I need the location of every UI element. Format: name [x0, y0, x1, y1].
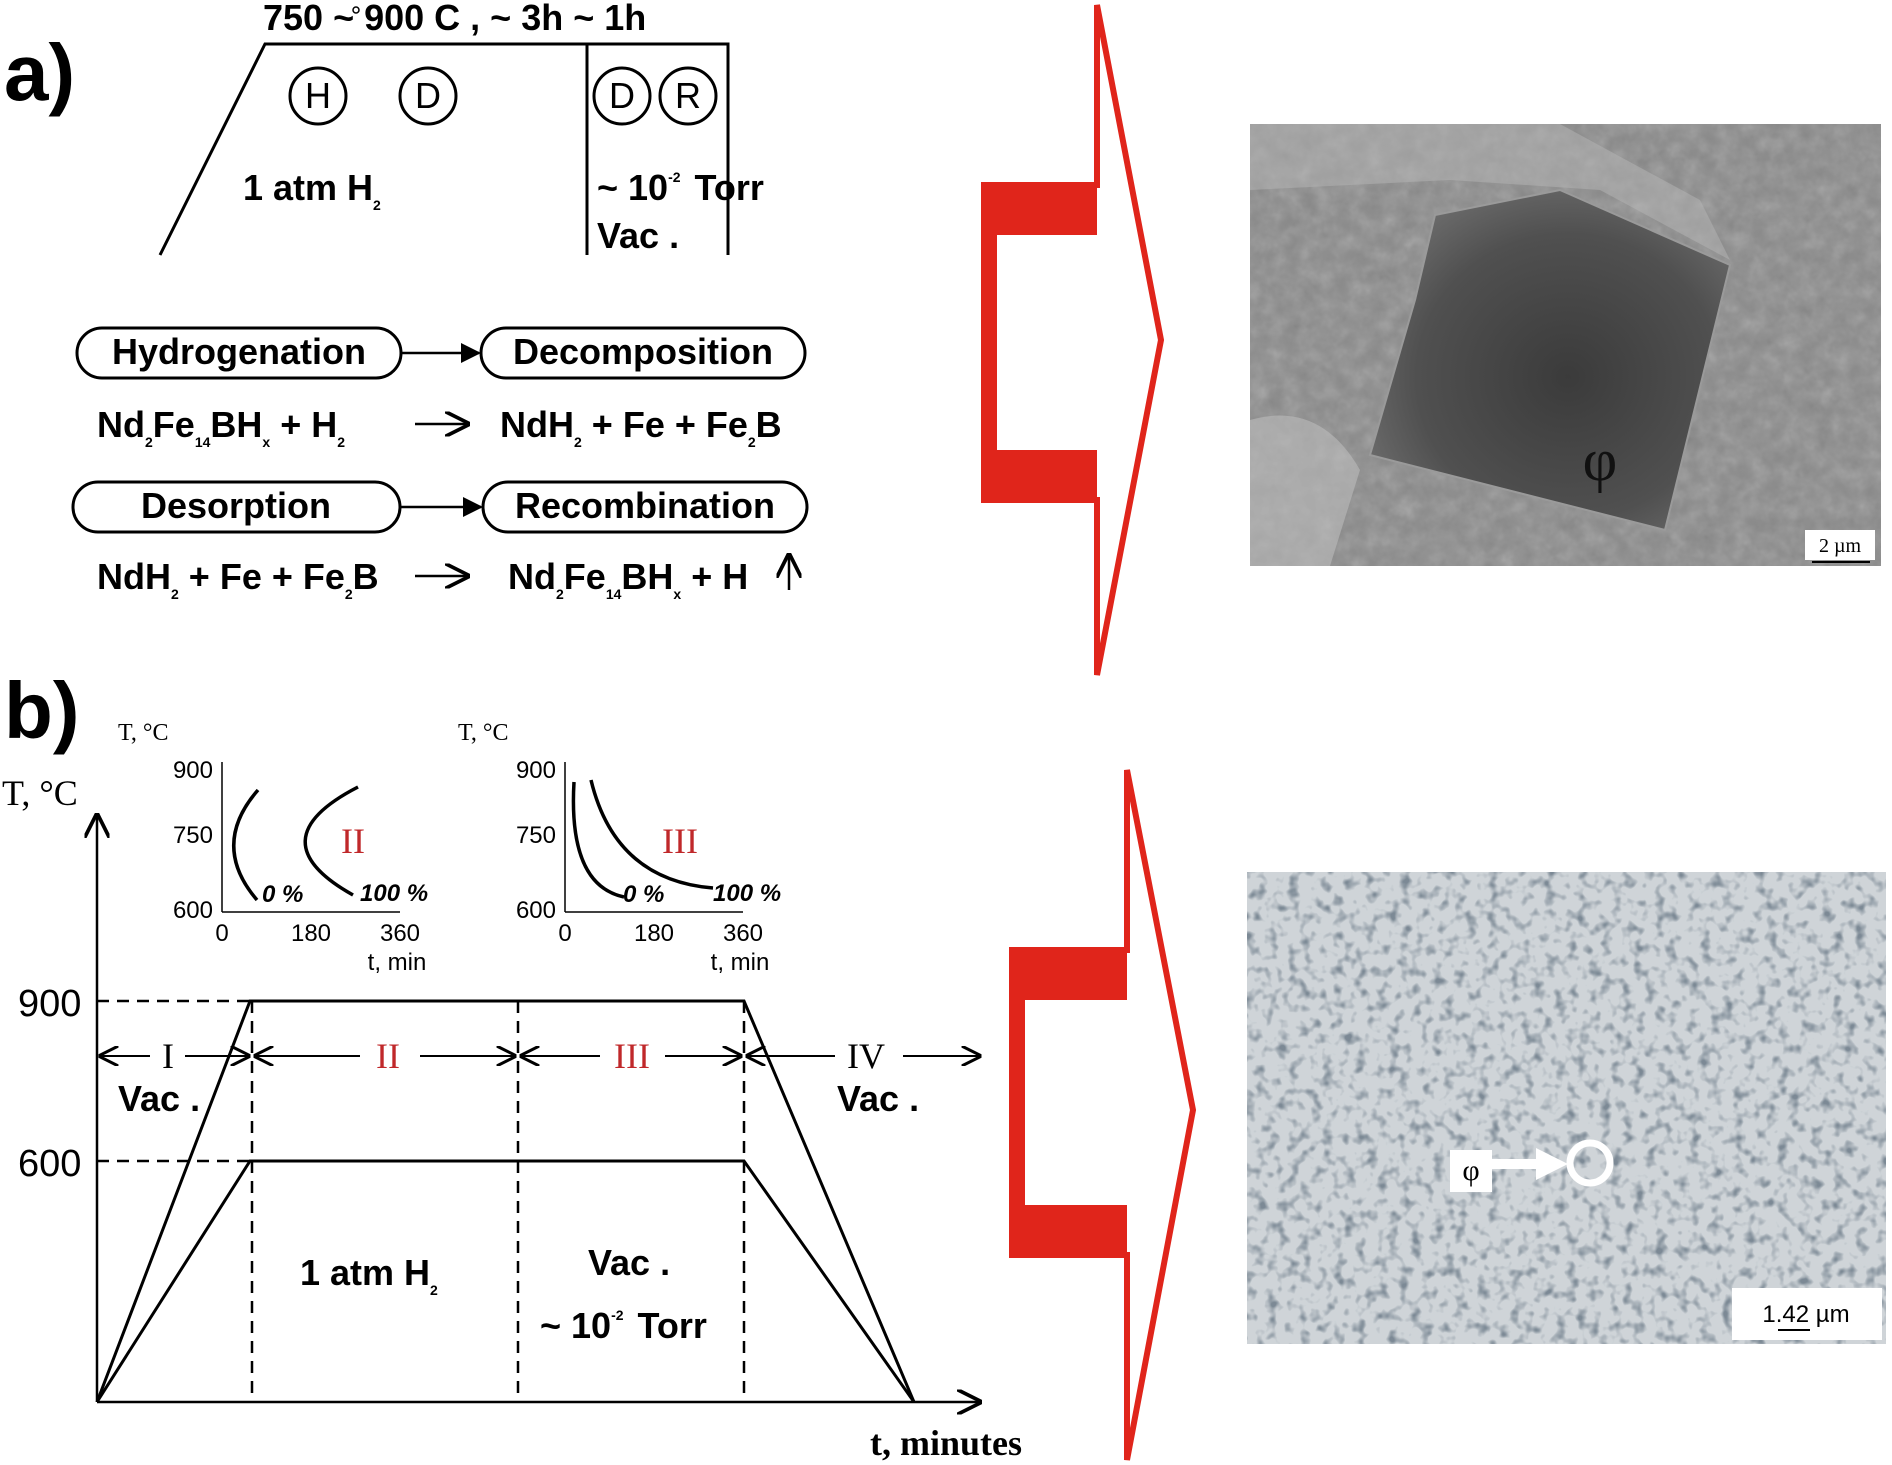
panel-b-label: b)	[4, 666, 80, 755]
stage-iv: IV	[847, 1036, 885, 1076]
phase-label-top: φ	[1583, 427, 1618, 493]
circle-r	[658, 66, 718, 126]
inset1-xt-180: 180	[291, 920, 331, 947]
y-tick-900: 900	[18, 983, 81, 1025]
inset1-lbl-100: 100 %	[360, 880, 428, 907]
grain	[1368, 188, 1732, 532]
inset2-yt-900: 900	[516, 757, 556, 784]
red-arrow-bottom	[1009, 769, 1197, 1461]
inset1-x-label: t, min	[368, 949, 427, 976]
stage-ii: II	[376, 1036, 400, 1076]
inset2-yt-750: 750	[516, 822, 556, 849]
vac-right: Vac .	[837, 1078, 919, 1119]
phase-circle-bottom	[1566, 1139, 1614, 1187]
circle-steps: H D D R	[288, 66, 718, 126]
inset2-xt-360: 360	[723, 920, 763, 947]
degree-mark	[352, 6, 360, 14]
circle-d1-label: D	[415, 75, 441, 116]
panel-a-profile	[158, 42, 730, 256]
inset1-xt-360: 360	[380, 920, 420, 947]
micrograph-top: φ 2 µm	[1250, 124, 1881, 566]
inset2-curve-100	[589, 779, 714, 890]
circle-h-label: H	[305, 75, 331, 116]
profile-600	[95, 1159, 916, 1403]
box-hydrogenation-label: Hydrogenation	[112, 331, 366, 372]
inset1-stage: II	[341, 821, 365, 861]
panel-a-conditions: 750 ~ 900 C , ~ 3h ~ 1h	[263, 0, 646, 38]
box-recombination	[481, 480, 809, 534]
panel-a-atm: 1 atm H2	[243, 167, 381, 213]
inset1-xt-0: 0	[215, 920, 228, 947]
micrograph-bottom-texture	[1247, 872, 1886, 1344]
inset2-xt-180: 180	[634, 920, 674, 947]
inset1-curve-0	[232, 788, 260, 902]
box-decomposition	[479, 326, 807, 380]
profile-900	[95, 999, 916, 1403]
inset-2: T, °C 900 750 600 0 180 360 t, min III 0…	[458, 720, 781, 976]
red-arrow-top-fill	[984, 185, 1097, 500]
scale-bottom: 1.42 µm	[1762, 1301, 1849, 1328]
circle-r-label: R	[675, 75, 701, 116]
y-tick-600: 600	[18, 1143, 81, 1185]
inset2-lbl-0: 0 %	[623, 881, 664, 908]
inset2-curve-0	[571, 781, 625, 899]
box-decomposition-label: Decomposition	[513, 331, 773, 372]
reaction1-right: NdH2 + Fe + Fe2B	[500, 404, 782, 450]
inset1-yt-750: 750	[173, 822, 213, 849]
step-boxes: Hydrogenation Decomposition Desorption R…	[71, 326, 809, 534]
circle-d2	[592, 66, 652, 126]
circle-h	[288, 66, 348, 126]
vac-left: Vac .	[118, 1078, 200, 1119]
stage-iii: III	[614, 1036, 650, 1076]
b-vac-mid: Vac .	[588, 1242, 670, 1283]
scale-top: 2 µm	[1819, 535, 1862, 557]
box-desorption-label: Desorption	[141, 485, 331, 526]
inset1-y-label: T, °C	[118, 720, 168, 746]
micrograph-bottom: φ 1.42 µm	[1247, 872, 1886, 1344]
inset1-yt-600: 600	[173, 897, 213, 924]
inset1-curve-100	[303, 785, 359, 897]
inset2-stage: III	[662, 821, 698, 861]
red-arrow-top	[981, 4, 1165, 676]
panel-a-vac: Vac .	[597, 215, 679, 256]
inset2-lbl-100: 100 %	[713, 880, 781, 907]
inset2-xt-0: 0	[558, 920, 571, 947]
reaction2-left: NdH2 + Fe + Fe2B	[97, 556, 379, 602]
panel-a-label: a)	[4, 28, 75, 117]
y-axis-label: T, °C	[2, 773, 78, 813]
stage-i: I	[162, 1036, 174, 1076]
inset1-lbl-0: 0 %	[262, 881, 303, 908]
inset2-y-label: T, °C	[458, 720, 508, 746]
circle-d2-label: D	[609, 75, 635, 116]
box-recombination-label: Recombination	[515, 485, 775, 526]
reaction1-left: Nd2Fe14BHx + H2	[97, 404, 345, 450]
b-atm: 1 atm H2	[300, 1252, 438, 1298]
inset2-x-label: t, min	[711, 949, 770, 976]
circle-d1	[398, 66, 458, 126]
inset-1: T, °C 900 750 600 0 180 360 t, min II 0 …	[118, 720, 428, 976]
reaction2-right: Nd2Fe14BHx + H	[508, 556, 748, 602]
phase-label-bottom: φ	[1462, 1154, 1479, 1187]
x-axis-label: t, minutes	[870, 1423, 1022, 1463]
inset2-yt-600: 600	[516, 897, 556, 924]
inset1-yt-900: 900	[173, 757, 213, 784]
red-arrow-bottom-fill	[1012, 950, 1127, 1255]
